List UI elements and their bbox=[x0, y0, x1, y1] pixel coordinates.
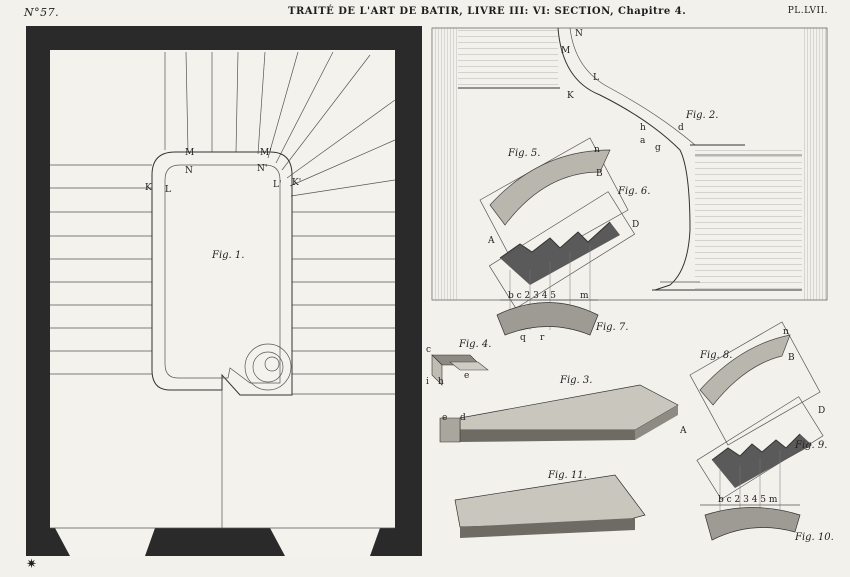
svg-text:e: e bbox=[464, 371, 469, 381]
svg-text:M: M bbox=[561, 46, 570, 56]
svg-text:B: B bbox=[596, 169, 603, 179]
label-M2: M' bbox=[260, 148, 272, 158]
fig1-label: Fig. 1. bbox=[211, 250, 244, 261]
label-L2: L' bbox=[273, 180, 281, 190]
svg-text:a: a bbox=[640, 136, 646, 146]
label-L: L bbox=[165, 185, 171, 195]
svg-text:b c 2 3 4 5 m: b c 2 3 4 5 m bbox=[718, 495, 778, 505]
svg-text:r: r bbox=[540, 333, 545, 343]
left-steps bbox=[50, 164, 152, 375]
fig2-label: Fig. 2. bbox=[685, 110, 718, 121]
fig1-plan: M N M' N' K L L' K' Fig. 1. bbox=[26, 26, 422, 556]
fig8-9-10: A B D n b c 2 3 4 5 m Fig. 8. Fig. 9. Fi… bbox=[679, 321, 834, 543]
fig5-label: Fig. 5. bbox=[507, 148, 540, 159]
fig4: c i h e Fig. 4. bbox=[426, 339, 491, 387]
svg-text:d: d bbox=[460, 413, 466, 423]
svg-text:b c 2 3 4 5: b c 2 3 4 5 bbox=[508, 291, 556, 301]
svg-text:B: B bbox=[788, 353, 795, 363]
plate-title: TRAITÉ DE L'ART DE BATIR, LIVRE III: VI:… bbox=[288, 6, 687, 17]
svg-text:A: A bbox=[679, 426, 687, 436]
fig3-label: Fig. 3. bbox=[559, 375, 592, 386]
svg-text:L: L bbox=[593, 73, 599, 83]
fig5-6-7: A B D n m b c 2 3 4 5 q r Fig. 5. Fig. 6… bbox=[479, 137, 650, 343]
svg-text:K: K bbox=[567, 91, 574, 101]
label-M: M bbox=[185, 148, 194, 158]
svg-text:D: D bbox=[632, 220, 639, 230]
label-N2: N' bbox=[257, 164, 267, 174]
winder-radials bbox=[164, 51, 396, 197]
fig6-label: Fig. 6. bbox=[617, 186, 650, 197]
svg-text:d: d bbox=[678, 123, 684, 133]
label-K: K bbox=[145, 183, 152, 193]
plate-label: PL.LVII. bbox=[787, 6, 828, 16]
fig3: d e Fig. 3. bbox=[439, 375, 679, 443]
svg-text:h: h bbox=[640, 123, 646, 133]
svg-text:n: n bbox=[783, 327, 789, 337]
svg-text:g: g bbox=[655, 143, 661, 153]
fig11-label: Fig. 11. bbox=[547, 470, 587, 481]
svg-text:m: m bbox=[580, 291, 589, 301]
label-N: N bbox=[185, 166, 193, 176]
volute bbox=[244, 343, 292, 391]
svg-text:A: A bbox=[487, 236, 495, 246]
fig8-label: Fig. 8. bbox=[699, 350, 732, 361]
svg-text:N: N bbox=[575, 29, 583, 39]
svg-text:i: i bbox=[426, 377, 429, 387]
fig9-label: Fig. 9. bbox=[794, 440, 827, 451]
star-mark: ✷ bbox=[26, 557, 37, 572]
svg-text:c: c bbox=[426, 345, 431, 355]
left-wall bbox=[432, 28, 458, 300]
svg-text:e: e bbox=[442, 413, 447, 423]
right-wall bbox=[802, 28, 827, 300]
fig4-label: Fig. 4. bbox=[458, 339, 491, 350]
right-steps bbox=[292, 211, 395, 395]
svg-text:q: q bbox=[520, 333, 526, 343]
label-K2: K' bbox=[292, 178, 301, 188]
plan-interior bbox=[50, 50, 395, 528]
svg-text:h: h bbox=[438, 377, 444, 387]
fig10-label: Fig. 10. bbox=[794, 532, 834, 543]
fig2-elevation: N M L K h a g d Fig. 2. bbox=[431, 27, 828, 301]
fig11: Fig. 11. bbox=[454, 470, 646, 538]
plate-number: N°57. bbox=[24, 6, 60, 19]
svg-text:D: D bbox=[818, 406, 825, 416]
svg-text:n: n bbox=[594, 145, 600, 155]
fig7-label: Fig. 7. bbox=[595, 322, 628, 333]
